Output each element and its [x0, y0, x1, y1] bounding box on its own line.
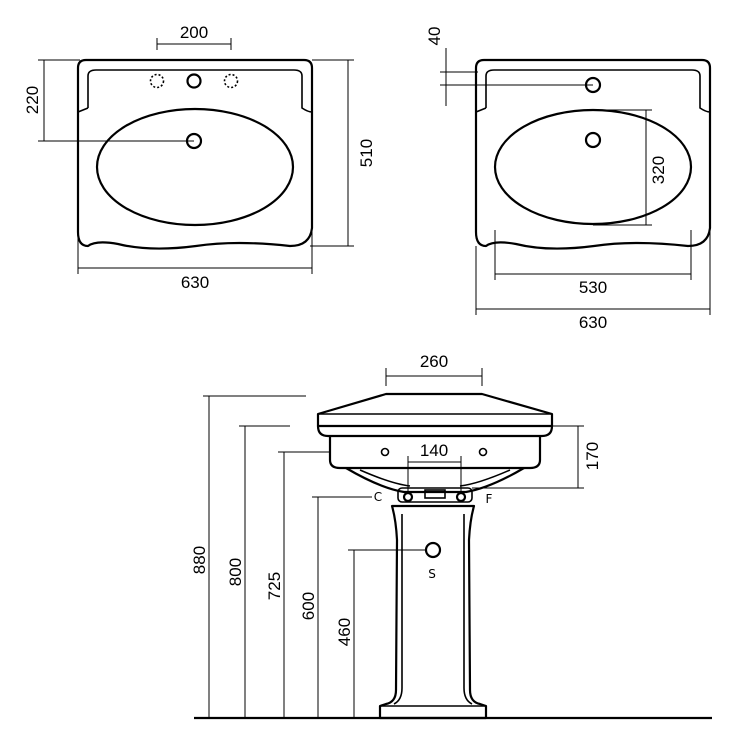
pedestal — [378, 504, 488, 720]
waste-outlet-icon — [424, 541, 442, 559]
label-cold: C — [374, 490, 382, 504]
basin-body — [316, 425, 554, 438]
tap-hole-optional-icon — [149, 73, 165, 89]
tap-hole-optional-icon — [223, 73, 239, 89]
overflow-hole-icon — [478, 447, 488, 457]
overflow-hole-icon — [380, 447, 390, 457]
drain-hole-icon — [584, 131, 602, 149]
dim-bowl-depth: 320 — [649, 156, 668, 184]
dim-tap-spacing: 200 — [180, 23, 208, 42]
dim-tap-offset: 40 — [425, 27, 444, 46]
hot-water-connection-icon — [455, 491, 467, 503]
basin-top — [316, 392, 554, 428]
basin-skirt — [328, 436, 542, 470]
dim-bowl-width: 530 — [579, 278, 607, 297]
dim-height-waste: 460 — [335, 618, 354, 646]
dim-overflow-spacing: 140 — [420, 441, 448, 460]
dim-height-total: 880 — [190, 546, 209, 574]
front-view: C F S 260 140 170 880 800 725 600 460 — [190, 352, 712, 720]
basin-rim-right — [485, 69, 711, 113]
dim-basin-height: 170 — [583, 442, 602, 470]
basin-rim-left — [87, 69, 313, 113]
label-waste: S — [428, 567, 436, 581]
rim-corner-left — [77, 107, 89, 113]
dim-overall-width-left: 630 — [181, 273, 209, 292]
dim-overall-depth: 510 — [357, 139, 376, 167]
dim-height-overflow: 725 — [265, 572, 284, 600]
bowl-underside — [345, 467, 525, 494]
dim-top-width: 260 — [420, 352, 448, 371]
tap-hole-icon — [186, 73, 202, 89]
dim-height-connections: 600 — [299, 592, 318, 620]
dim-height-rim: 800 — [226, 558, 245, 586]
bowl-ellipse-left — [95, 107, 295, 227]
label-hot: F — [486, 492, 493, 506]
cold-water-connection-icon — [402, 491, 414, 503]
top-view-left: 200 220 510 630 — [23, 23, 376, 292]
basin-outline-right — [474, 58, 712, 250]
dim-overall-width-right: 630 — [579, 313, 607, 332]
top-view-right: 40 320 530 630 — [425, 27, 712, 332]
dim-depth-to-drain: 220 — [23, 86, 42, 114]
